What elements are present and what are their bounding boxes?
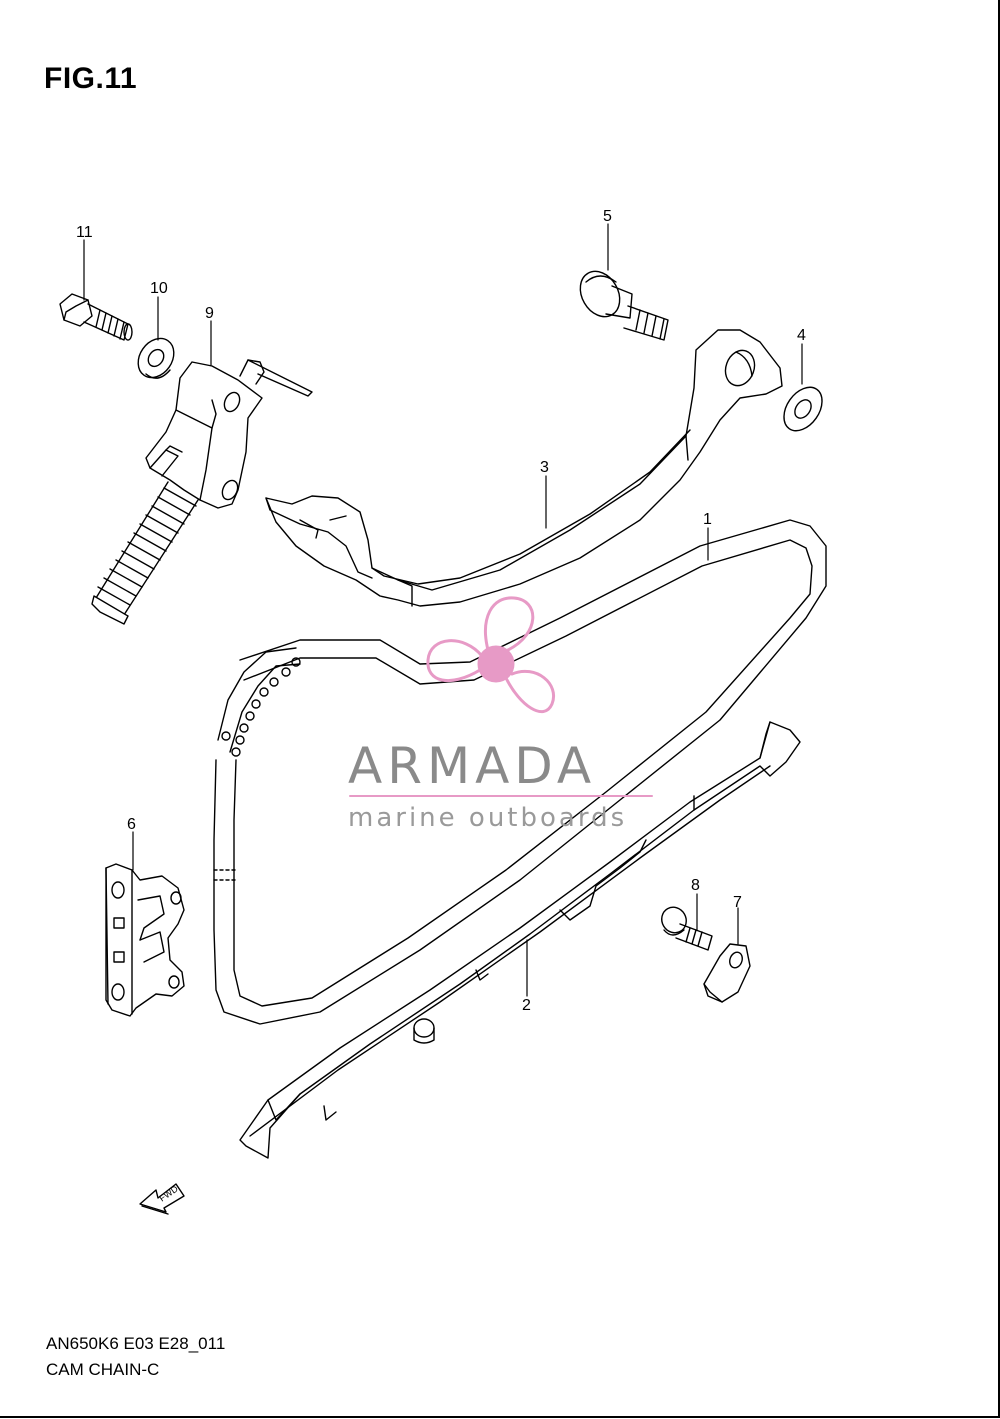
fwd-direction-arrow: FWD: [139, 1183, 185, 1215]
label-1: 1: [703, 511, 712, 528]
propeller-logo-icon: [426, 596, 556, 713]
figure-title: FIG.11: [44, 62, 138, 95]
part-3-tensioner-arm: [265, 329, 783, 607]
chain-link-ends: [217, 647, 301, 757]
part-11-bolt: [59, 293, 133, 341]
part-7-retainer: [703, 943, 751, 1003]
part-8-screw: [661, 906, 713, 951]
label-10: 10: [150, 280, 168, 297]
watermark-tagline: marine outboards: [348, 803, 627, 833]
diagram-caption: CAM CHAIN-C: [46, 1360, 160, 1379]
part-6-guide-plate: [105, 863, 185, 1017]
label-5: 5: [603, 208, 612, 225]
leader-lines: [83, 223, 803, 997]
part-10-washer: [137, 337, 175, 379]
armada-watermark: ARMADA marine outboards: [348, 596, 653, 833]
label-6: 6: [127, 816, 136, 833]
part-number-labels: 11 10 9 5 4 3 1 6 2 8 7: [76, 208, 806, 1014]
label-11: 11: [76, 224, 93, 241]
part-2-chain-guide: [239, 721, 801, 1159]
part-4-washer: [783, 386, 823, 432]
watermark-brand: ARMADA: [348, 737, 596, 795]
label-8: 8: [691, 877, 700, 894]
label-4: 4: [797, 327, 806, 344]
part-9-tensioner-adjuster: [91, 359, 313, 625]
label-9: 9: [205, 305, 214, 322]
part-5-pivot-bolt: [579, 270, 669, 341]
label-3: 3: [540, 459, 549, 476]
label-7: 7: [733, 894, 742, 911]
diagram-code: AN650K6 E03 E28_011: [46, 1334, 226, 1353]
label-2: 2: [522, 997, 531, 1014]
